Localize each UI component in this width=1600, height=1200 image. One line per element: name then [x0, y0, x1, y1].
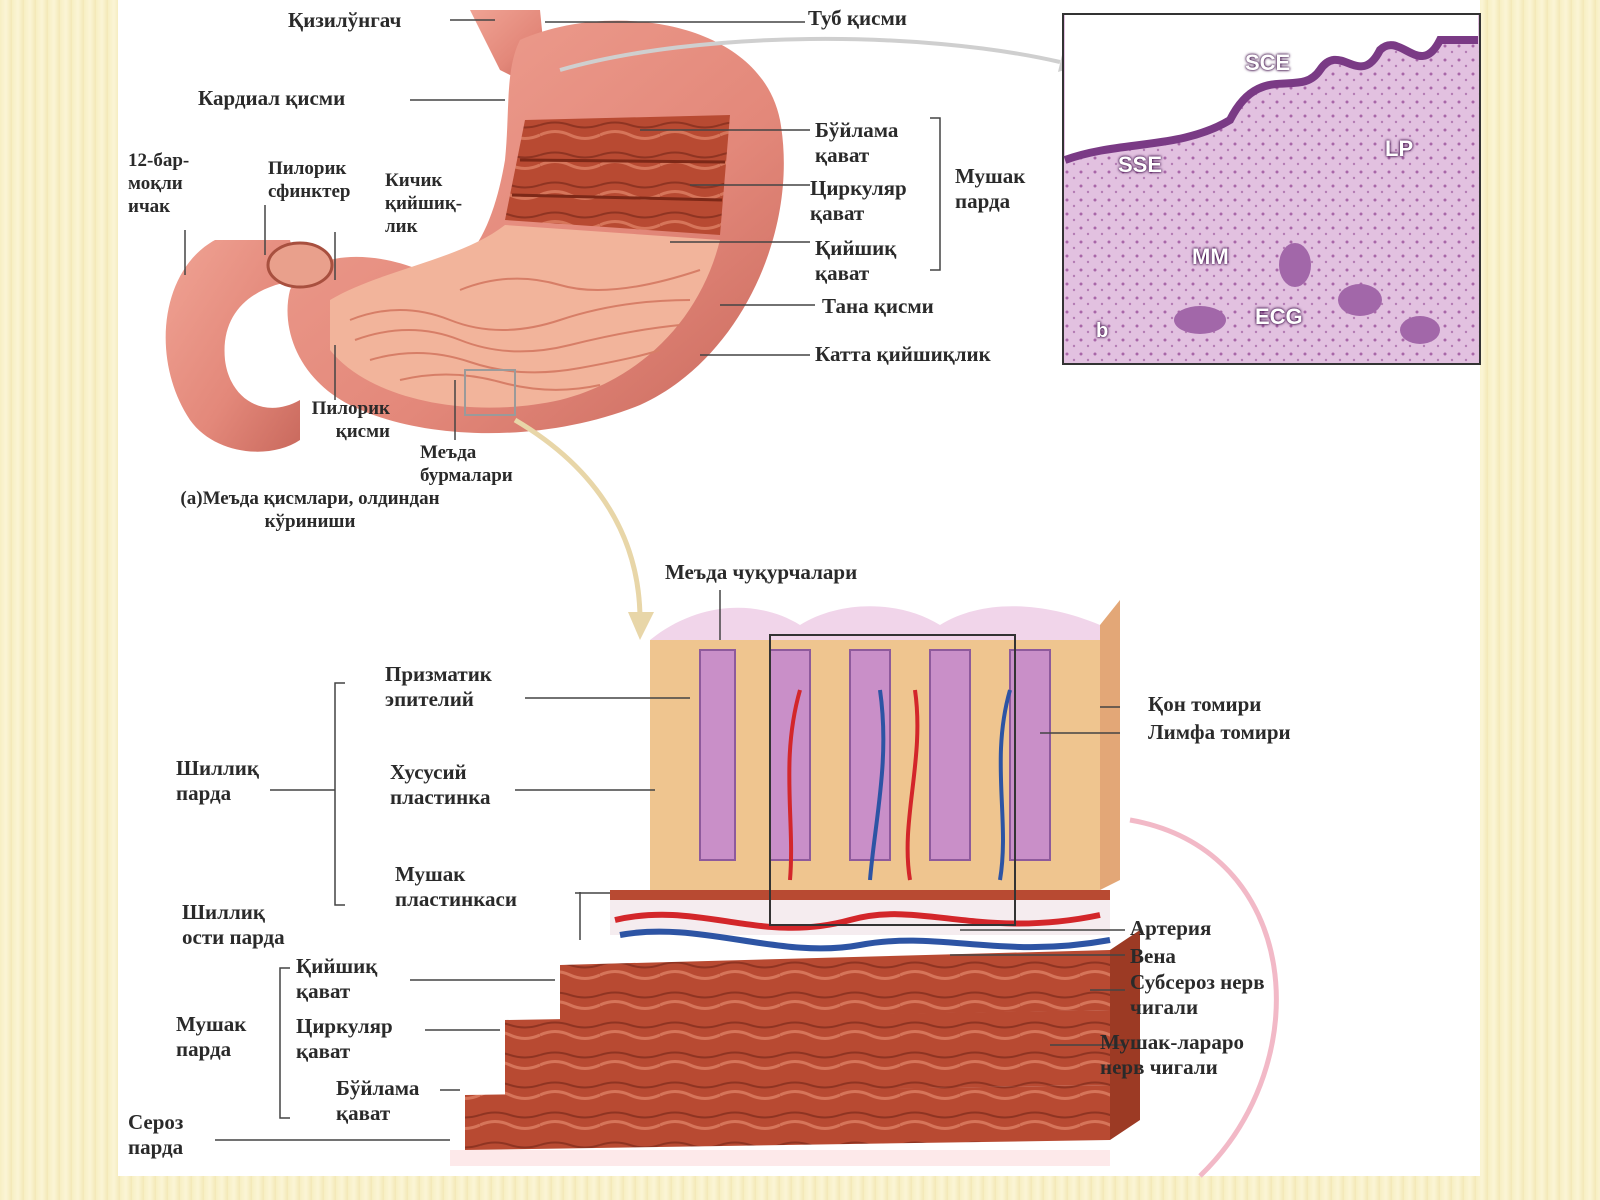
- muscle-layers-cutaway: [505, 115, 730, 235]
- label-circular-layer-wall: Циркуляр қават: [296, 1014, 393, 1064]
- label-lamina-propria: Хусусий пластинка: [390, 760, 491, 810]
- label-pyloric-part: Пилорик қисми: [311, 398, 390, 442]
- oblique-muscle-layer: [560, 950, 1110, 1020]
- pyloric-sphincter-shape: [266, 241, 334, 289]
- label-cardia: Кардиал қисми: [198, 86, 346, 110]
- label-ecg: ECG: [1255, 304, 1303, 329]
- label-subserosal-plexus: Субсероз нерв чигали: [1130, 970, 1265, 1020]
- leader-lines: [184, 19, 1125, 1141]
- label-sse: SSE: [1118, 152, 1163, 177]
- label-submucosa: Шиллиқ ости парда: [182, 900, 285, 950]
- label-blood-vessel: Қон томири: [1148, 692, 1262, 716]
- label-greater-curvature: Катта қийшиқлик: [815, 342, 991, 366]
- label-gastric-pits: Меъда чуқурчалари: [665, 560, 858, 584]
- label-sce: SCE: [1245, 50, 1291, 75]
- label-lymph-vessel: Лимфа томири: [1148, 720, 1291, 744]
- label-mucosa: Шиллиқ парда: [176, 756, 259, 806]
- label-circular-layer-top: Циркуляр қават: [810, 176, 907, 226]
- label-myenteric-plexus: Мушак-лараро нерв чигали: [1100, 1030, 1245, 1080]
- label-lp: LP: [1385, 136, 1414, 161]
- label-artery: Артерия: [1130, 916, 1212, 940]
- gastric-folds-area: [330, 225, 720, 408]
- label-vein: Вена: [1130, 944, 1176, 968]
- label-caption-a: (а)Меъда қисмлари, олдиндан кўриниши: [180, 488, 440, 532]
- label-panel-b: b: [1096, 320, 1109, 342]
- label-muscularis-mucosae: Мушак пластинкаси: [395, 862, 517, 912]
- label-columnar-epithelium: Призматик эпителий: [385, 662, 492, 712]
- stomach-wall-block: [450, 600, 1279, 1178]
- longitudinal-muscle-layer: [465, 1085, 1110, 1150]
- label-esophagus: Қизилўнгач: [288, 8, 402, 32]
- label-duodenum: 12-бар-моқли ичак: [128, 150, 190, 217]
- circular-muscle-layer: [505, 1010, 1110, 1095]
- duodenum-shape: [165, 240, 300, 452]
- label-pyloric-sphincter: Пилорик сфинктер: [268, 158, 351, 202]
- arrow-to-histology: [559, 36, 1061, 72]
- label-fundus: Туб қисми: [808, 6, 907, 30]
- label-oblique-layer-top: Қийшиқ қават: [815, 236, 897, 286]
- histology-micrograph: [1062, 13, 1481, 365]
- label-oblique-layer-wall: Қийшиқ қават: [296, 954, 378, 1004]
- label-lesser-curvature: Кичик қийшиқ-лик: [385, 170, 463, 237]
- arrow-to-wall: [513, 417, 643, 621]
- label-serosa: Сероз парда: [128, 1110, 184, 1160]
- label-mm: MM: [1192, 244, 1229, 269]
- label-muscularis-wall: Мушак парда: [176, 1012, 247, 1062]
- label-longitudinal-layer-top: Бўйлама қават: [815, 118, 899, 168]
- label-gastric-folds: Меъда бурмалари: [420, 442, 513, 486]
- label-body: Тана қисми: [822, 294, 934, 318]
- label-longitudinal-layer-wall: Бўйлама қават: [336, 1076, 420, 1126]
- stomach-illustration: [165, 10, 784, 452]
- label-muscular-coat-top: Мушак парда: [955, 164, 1026, 214]
